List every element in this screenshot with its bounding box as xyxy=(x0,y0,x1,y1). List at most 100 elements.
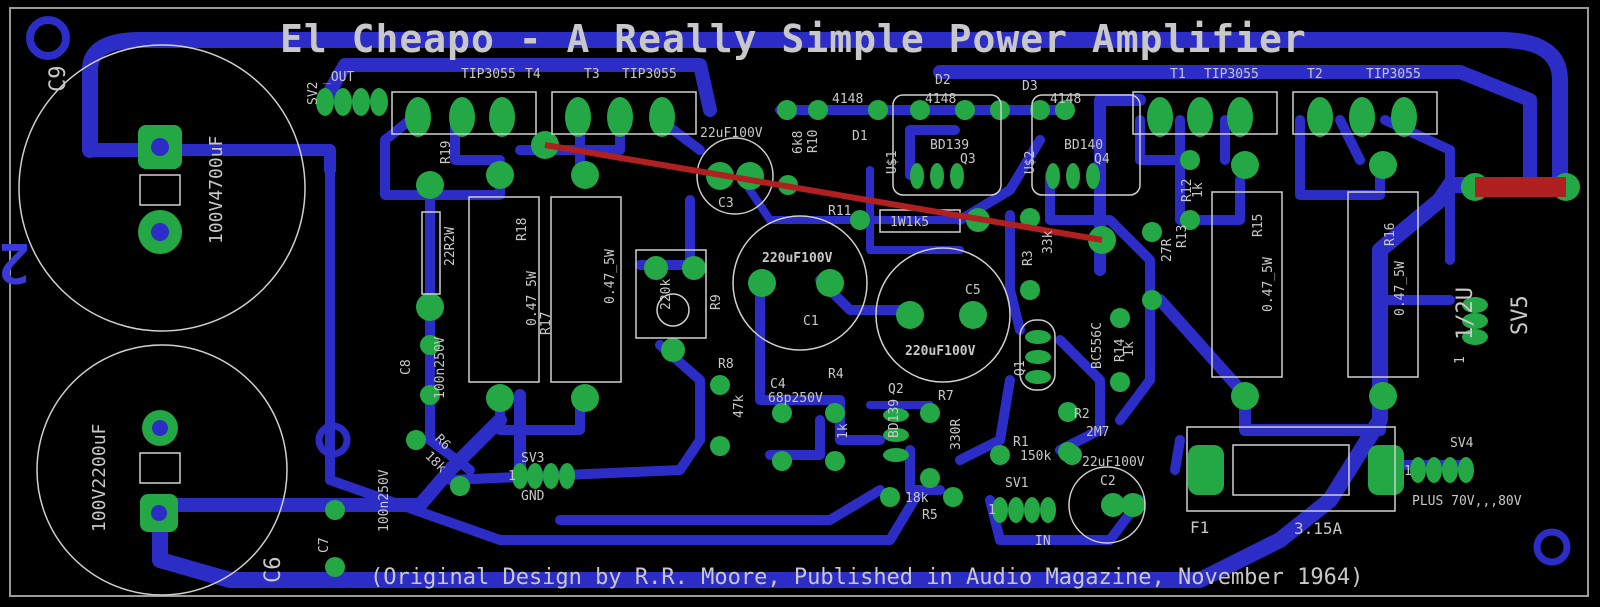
label-c7: C7 xyxy=(317,537,332,553)
label-out: _OUT xyxy=(323,70,354,85)
label-t1-type: TIP3055 xyxy=(1204,67,1259,82)
label-d3: D3 xyxy=(1022,79,1038,94)
label-sv5-value: 1/2U xyxy=(1453,287,1478,340)
label-t3: T3 xyxy=(584,67,600,82)
label-t1: T1 xyxy=(1170,67,1186,82)
label-r18-value: 0.47_5W xyxy=(525,271,540,326)
label-r1: R1 xyxy=(1013,435,1029,450)
label-c2-value: 22uF100V xyxy=(1082,455,1145,470)
label-r2-value: 2M7 xyxy=(1086,425,1109,440)
label-r13-value: 27R xyxy=(1160,238,1175,262)
label-r1-value: 150k xyxy=(1020,449,1051,464)
label-r5: R5 xyxy=(922,508,938,523)
label-c7-value: 100n250V xyxy=(377,469,392,532)
label-r15-value: 0.47_5W xyxy=(1261,257,1276,312)
label-r9-value: 220k xyxy=(659,279,674,310)
label-r11-value: 1W1k5 xyxy=(890,215,929,230)
label-r8: R8 xyxy=(718,357,734,372)
label-c8: C8 xyxy=(399,359,414,375)
label-sv4-value: PLUS 70V,,,80V xyxy=(1412,494,1522,509)
label-q1: Q1 xyxy=(1013,360,1028,376)
label-c6-value: 100V2200uF xyxy=(89,424,110,532)
label-r18: R18 xyxy=(515,218,530,241)
label-d2: D2 xyxy=(935,73,951,88)
board-title: El Cheapo - A Really Simple Power Amplif… xyxy=(280,17,1307,61)
label-t2: T2 xyxy=(1307,67,1323,82)
board-outline xyxy=(9,7,1589,597)
label-r17-value: 0.47_5W xyxy=(603,249,618,304)
label-d3-value: 4148 xyxy=(1050,92,1081,107)
label-q4: Q4 xyxy=(1094,152,1110,167)
label-f1: F1 xyxy=(1190,518,1209,537)
label-r3-value: 33k xyxy=(1041,230,1056,254)
label-r16: R16 xyxy=(1383,223,1398,246)
label-sv4-pin1: 1 xyxy=(1404,464,1412,479)
silkscreen-outlines xyxy=(18,44,1438,596)
label-t2-type: TIP3055 xyxy=(1366,67,1421,82)
label-c1: C1 xyxy=(803,314,819,329)
label-us2: U$2 xyxy=(1023,151,1038,174)
label-c4-value: 68p250V xyxy=(768,391,823,406)
label-c8-value: 100n250V xyxy=(433,336,448,399)
label-r5-value: 18k xyxy=(905,491,929,506)
label-q3-value: BD139 xyxy=(930,138,969,153)
label-sv4: SV4 xyxy=(1450,436,1474,451)
label-r10: R10 xyxy=(806,130,821,153)
label-r15: R15 xyxy=(1251,214,1266,237)
label-c3: C3 xyxy=(718,196,734,211)
label-q3: Q3 xyxy=(960,152,976,167)
label-r14-value: 1k xyxy=(1122,341,1137,357)
label-r7: R7 xyxy=(938,389,954,404)
label-sv2: SV2 xyxy=(306,82,321,105)
label-r9: R9 xyxy=(709,294,724,310)
label-r10-value: 6k8 xyxy=(791,131,806,154)
label-r19-value: 22R2W xyxy=(443,227,458,266)
label-r11: R11 xyxy=(828,204,851,219)
label-r17: R17 xyxy=(539,312,554,335)
label-c5: C5 xyxy=(965,283,981,298)
airwires xyxy=(544,142,1566,243)
label-r3: R3 xyxy=(1021,250,1036,266)
label-f1-value: 3.15A xyxy=(1294,519,1343,538)
label-q2-value: BD139 xyxy=(887,399,902,438)
label-sv3-pin1: 1 xyxy=(508,469,516,484)
label-r12: R12 xyxy=(1180,179,1195,202)
label-t3-type: TIP3055 xyxy=(622,67,677,82)
label-sv1: SV1 xyxy=(1005,476,1028,491)
label-c9: C9 xyxy=(46,66,71,93)
label-c6: C6 xyxy=(261,557,286,584)
label-r4-value: 1k xyxy=(836,423,851,439)
label-q2: Q2 xyxy=(888,382,904,397)
label-gnd: GND xyxy=(521,489,545,504)
label-q4-value: BD140 xyxy=(1064,138,1103,153)
label-c9-value: 100V4700uF xyxy=(206,136,227,244)
label-r19: R19 xyxy=(439,141,454,164)
label-sv1-pin1: 1 xyxy=(988,503,996,518)
label-d1: D1 xyxy=(852,129,868,144)
label-t4-type: TIP3055 xyxy=(461,67,516,82)
label-c2: C2 xyxy=(1100,474,1116,489)
label-r4: R4 xyxy=(828,367,844,382)
label-c5-value: 220uF100V xyxy=(905,344,976,359)
label-sv3: SV3 xyxy=(521,451,544,466)
label-c3-value: 22uF100V xyxy=(700,126,763,141)
label-us1: U$1 xyxy=(885,151,900,174)
label-r2: R2 xyxy=(1074,407,1090,422)
label-in: IN xyxy=(1035,534,1051,549)
label-sv5-pin1: 1 xyxy=(1453,356,1468,364)
label-r13: R13 xyxy=(1175,225,1190,248)
label-sv5: SV5 xyxy=(1508,295,1533,335)
label-q1-value: BC556C xyxy=(1090,322,1105,369)
board-code: 24072024 xyxy=(0,231,30,294)
label-r12-value: 1k xyxy=(1191,182,1206,198)
pads xyxy=(26,16,1580,577)
label-c4: C4 xyxy=(770,377,786,392)
label-t4: T4 xyxy=(525,67,541,82)
label-r7-value: 330R xyxy=(949,419,964,450)
board-footer: (Original Design by R.R. Moore, Publishe… xyxy=(370,565,1363,590)
label-c1-value: 220uF100V xyxy=(762,251,833,266)
label-d1-value: 4148 xyxy=(832,92,863,107)
label-r14: R14 xyxy=(1113,338,1128,362)
label-r8-value: 47k xyxy=(732,394,747,418)
